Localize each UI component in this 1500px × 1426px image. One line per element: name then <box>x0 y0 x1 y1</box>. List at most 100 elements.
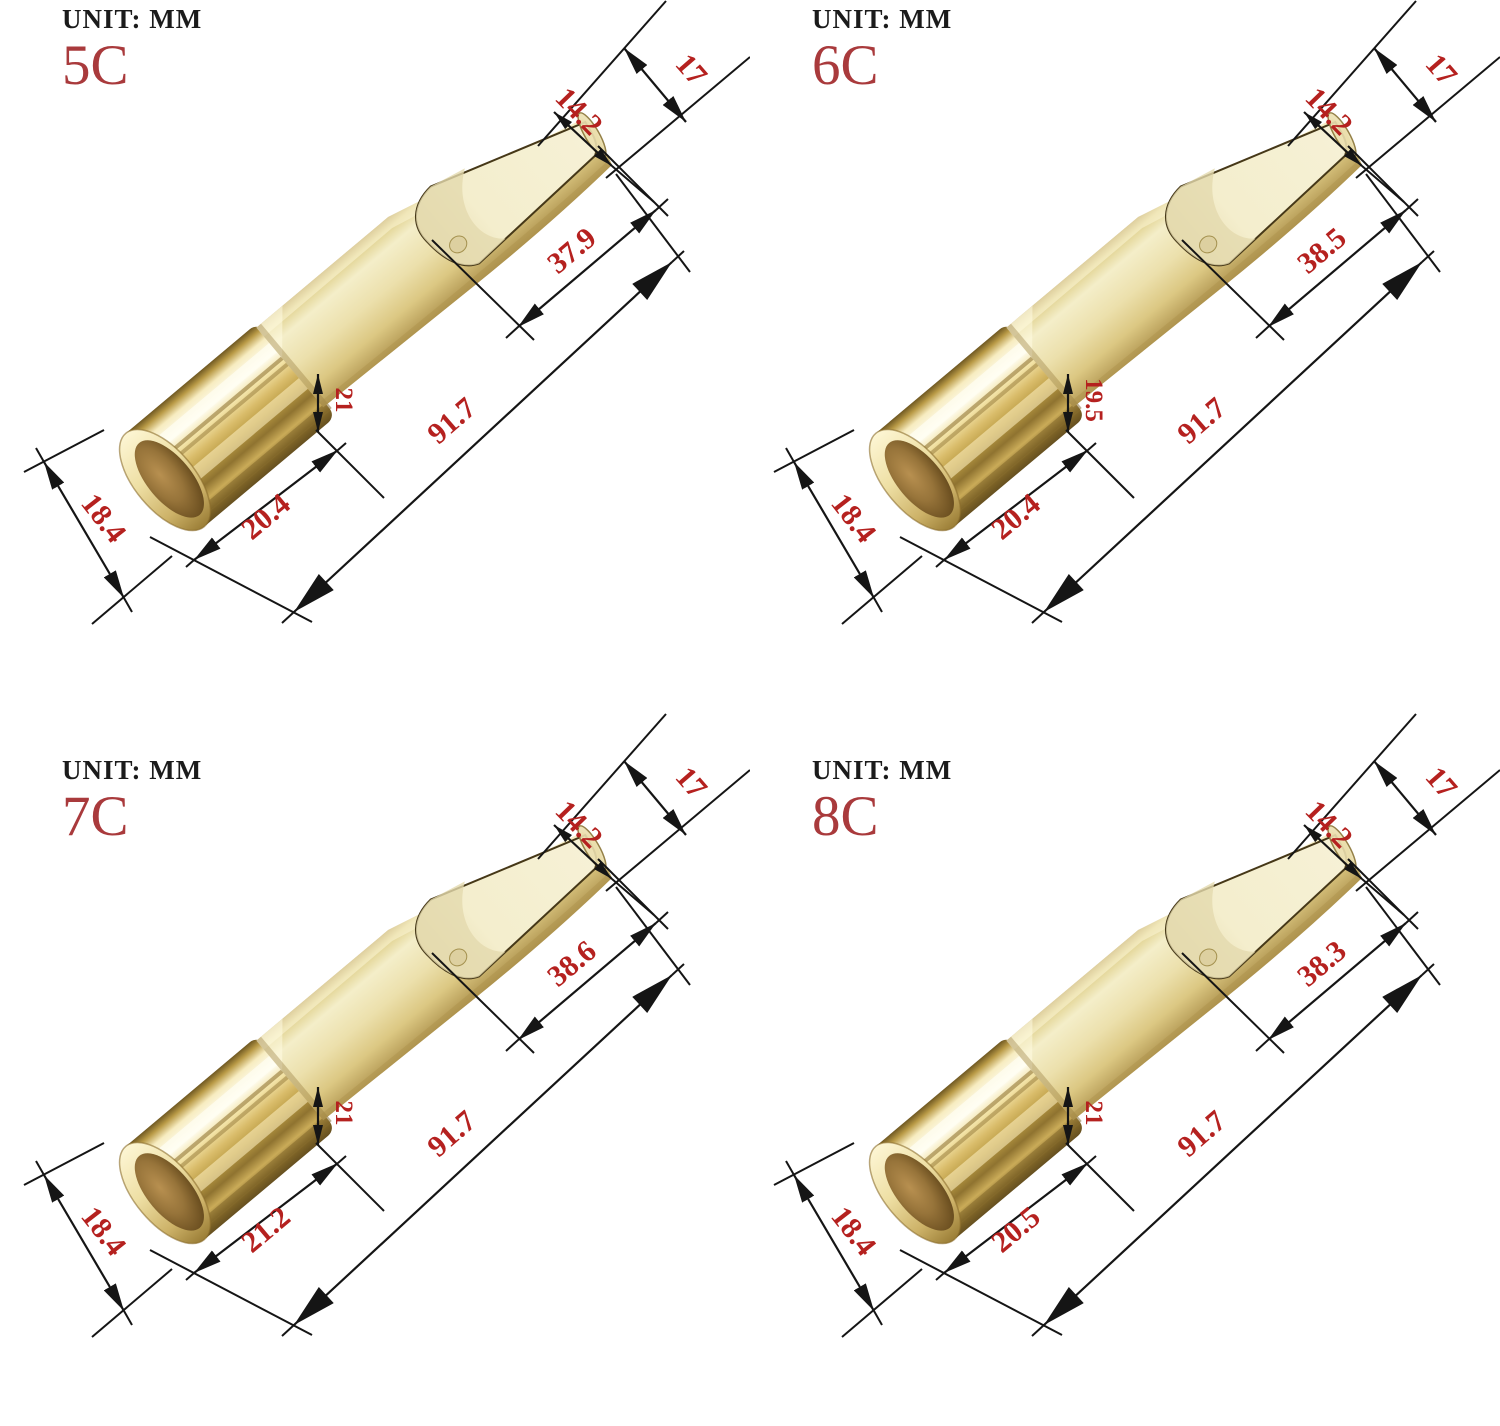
extension-line <box>899 1249 1063 1336</box>
overshoot <box>35 447 45 463</box>
extension-line <box>615 173 691 273</box>
extension-line <box>315 429 385 499</box>
extension-line <box>1065 1142 1135 1212</box>
dim-label-window-length: 38.3 <box>1291 934 1352 993</box>
mouthpiece-illustration <box>118 825 613 1245</box>
dim-label-tip-gap: 17 <box>669 761 714 805</box>
bore-opening <box>884 1153 954 1231</box>
overshoot <box>655 911 669 924</box>
shank-streak <box>900 1065 1039 1183</box>
overshoot <box>337 442 347 451</box>
dimension-line-shank-length <box>943 1162 1089 1274</box>
extension-line <box>841 1268 923 1338</box>
overshoot <box>185 559 195 568</box>
extension-line <box>91 555 173 625</box>
overshoot <box>935 559 945 568</box>
overshoot <box>1087 442 1097 451</box>
window-dot <box>449 948 468 967</box>
unit-label: UNIT: MM <box>62 4 203 34</box>
overshoot <box>1255 1039 1269 1052</box>
overshoot <box>671 963 685 976</box>
overshoot <box>185 1272 195 1281</box>
step-chamfer <box>1006 1018 1033 1072</box>
shank-streak <box>900 352 1039 470</box>
window-dot <box>449 235 468 254</box>
dimension-line-bore-diameter <box>43 1174 125 1312</box>
dimension-line-tip-gap <box>623 47 687 123</box>
dim-label-total-length: 91.7 <box>1171 1104 1232 1163</box>
step-chamfer <box>256 305 283 359</box>
overshoot <box>505 326 519 339</box>
bore-opening <box>134 1153 204 1231</box>
dimension-line-shank-length <box>943 449 1089 561</box>
window-shade <box>416 881 506 979</box>
overshoot <box>281 1324 295 1337</box>
mouthpiece-dimension-diagram: 17 14.2 38.6 91.7 21 21.2 18.4 <box>23 713 750 1338</box>
unit-label: UNIT: MM <box>812 4 953 34</box>
extension-line <box>597 858 669 930</box>
unit-label: UNIT: MM <box>62 755 203 785</box>
dim-label-window-length: 38.5 <box>1291 221 1352 280</box>
overshoot <box>1087 1155 1097 1164</box>
extension-line <box>149 1249 313 1336</box>
shank-streak <box>905 358 1044 476</box>
dim-label-shank-length: 20.4 <box>235 487 296 546</box>
dim-label-bore-diameter: 18.4 <box>74 1200 132 1262</box>
panel-header: UNIT: MM 7C <box>62 755 202 847</box>
mouthpiece-dimension-diagram: 17 14.2 37.9 91.7 21 20.4 18.4 <box>23 0 750 625</box>
extension-line <box>899 536 1063 623</box>
model-label: 7C <box>62 785 129 848</box>
model-label: 5C <box>62 34 129 97</box>
extension-line <box>315 1142 385 1212</box>
dimension-line-tip-gap <box>1373 47 1437 123</box>
overshoot <box>1031 611 1045 624</box>
dimension-line-tip-width <box>553 824 613 880</box>
dim-label-bore-diameter: 18.4 <box>824 487 882 549</box>
overshoot <box>785 447 795 463</box>
window-shade <box>1166 881 1256 979</box>
step-chamfer <box>1006 305 1033 359</box>
dimension-line-tip-width <box>1303 111 1363 167</box>
mouthpiece-dimension-diagram: 17 14.2 38.5 91.7 19.5 20.4 18.4 <box>773 0 1500 625</box>
extension-line <box>23 1142 105 1186</box>
shank-streak <box>905 1071 1044 1189</box>
dim-label-bore-diameter: 18.4 <box>824 1200 882 1262</box>
dim-label-tip-gap: 17 <box>1419 48 1464 92</box>
overshoot <box>671 250 685 263</box>
dim-label-step-height: 19.5 <box>1080 378 1107 422</box>
panel-7c: 17 14.2 38.6 91.7 21 21.2 18.4 UNIT: MM … <box>0 713 750 1426</box>
dim-label-window-length: 37.9 <box>541 221 602 280</box>
overshoot <box>1421 250 1435 263</box>
overshoot <box>123 597 133 613</box>
model-label: 6C <box>812 34 879 97</box>
overshoot <box>337 1155 347 1164</box>
extension-line <box>1365 173 1441 273</box>
overshoot <box>873 1310 883 1326</box>
dim-label-bore-diameter: 18.4 <box>74 487 132 549</box>
window-shade <box>1166 168 1256 266</box>
dim-label-total-length: 91.7 <box>421 391 482 450</box>
panel-header: UNIT: MM 6C <box>812 4 952 96</box>
dimension-line-tip-gap <box>1373 760 1437 836</box>
overshoot <box>935 1272 945 1281</box>
model-label: 8C <box>812 785 879 848</box>
unit-label: UNIT: MM <box>812 755 953 785</box>
dimension-lines <box>23 713 750 1338</box>
panel-5c: 17 14.2 37.9 91.7 21 20.4 18.4 UNIT: MM … <box>0 0 750 713</box>
dimension-line-bore-diameter <box>793 461 875 599</box>
dim-label-step-height: 21 <box>330 1101 357 1126</box>
dimension-lines <box>773 0 1500 625</box>
dim-label-step-height: 21 <box>330 388 357 413</box>
shank-streak <box>150 352 289 470</box>
shank-highlight <box>139 339 282 462</box>
window-dot <box>1199 948 1218 967</box>
step-chamfer <box>256 1018 283 1072</box>
dimension-line-total-length <box>1043 261 1423 613</box>
extension-line <box>1365 886 1441 986</box>
dimension-line-total-length <box>293 974 673 1326</box>
overshoot <box>873 597 883 613</box>
bore-opening <box>134 440 204 518</box>
dimension-line-bore-diameter <box>43 461 125 599</box>
panel-6c: 17 14.2 38.5 91.7 19.5 20.4 18.4 UNIT: M… <box>750 0 1500 713</box>
